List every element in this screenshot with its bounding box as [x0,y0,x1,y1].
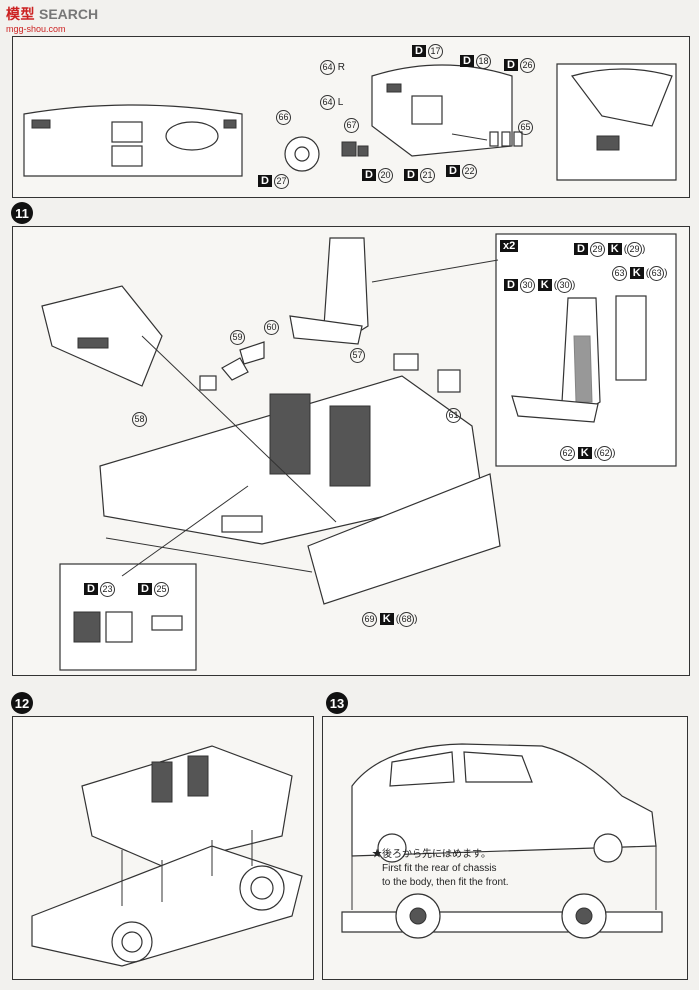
note-japanese: ★後ろから先にはめます。 [372,849,491,860]
step-11-badge: 11 [11,202,33,224]
assembly-note: ★後ろから先にはめます。 First fit the rear of chass… [372,848,509,890]
step-12-badge: 12 [11,692,33,714]
callout-64r: 64 R [320,60,345,75]
label-l: L [337,97,344,109]
note-english-2: to the body, then fit the front. [382,877,509,888]
callout-64l: 64 L [320,95,343,110]
callout-69-k68: 69 K(68) [362,612,417,627]
callout-67: 67 [344,118,359,133]
watermark: 模型 SEARCH [6,4,98,24]
label-r: R [337,62,346,74]
callout-62-k62: 62 K(62) [560,446,615,461]
callout-58: 58 [132,412,147,427]
callout-59: 59 [230,330,245,345]
x2-badge: x2 [500,240,520,252]
callout-66: 66 [276,110,291,125]
watermark-search: SEARCH [39,6,99,22]
callout-65: 65 [518,120,533,135]
dashboard-illustration [23,63,677,181]
callout-63-k63: 63 K(63) [612,266,667,281]
callout-57: 57 [350,348,365,363]
step-11-illustration [41,233,677,671]
part-64l: 64 [320,95,335,110]
step-13-illustration [341,743,663,939]
x2-label: x2 [500,240,519,252]
step-13-badge: 13 [326,692,348,714]
callout-60: 60 [264,320,279,335]
watermark-url: mgg-shou.com [6,24,66,34]
step-12-illustration [31,745,303,967]
note-english-1: First fit the rear of chassis [382,863,497,874]
watermark-brand: 模型 [6,6,35,22]
part-64r: 64 [320,60,335,75]
callout-61: 61 [446,408,461,423]
